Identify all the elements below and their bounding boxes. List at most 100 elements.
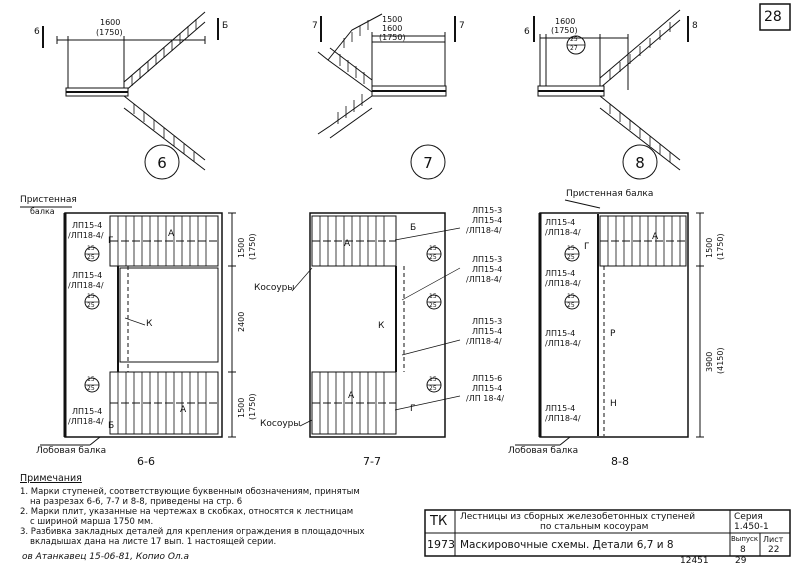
- tb-sheet-label: Лист: [763, 535, 784, 544]
- s88-label-7: ЛП15-4: [545, 404, 576, 413]
- note-line-1: 1. Марки ступеней, соответствующие букве…: [20, 487, 360, 497]
- s77-label-10: ЛП15-6: [472, 374, 503, 383]
- s88-letter-g: Г: [584, 242, 590, 252]
- s77-letter-a2: А: [348, 391, 355, 401]
- s88-letter-a: А: [652, 232, 659, 242]
- footer-code: 12451: [680, 556, 709, 566]
- s77-letter-a1: А: [344, 239, 351, 249]
- s66-wall-beam: Пристенная: [20, 195, 77, 205]
- s66-front-beam: Лобовая балка: [36, 446, 107, 456]
- s77-label-11: ЛП15-4: [472, 384, 503, 393]
- s66-letter-g: Г: [108, 236, 114, 246]
- s77-kosoury-2: Косоуры: [260, 419, 301, 429]
- detail-6-cut-left: 6: [34, 27, 40, 37]
- s77-label-4: ЛП15-3: [472, 255, 503, 264]
- s66-bubble-2-top: 15: [87, 293, 95, 300]
- s77-label-9: /ЛП18-4/: [466, 337, 502, 346]
- s77-bubble-1-top: 15: [429, 245, 437, 252]
- detail-7-number: 7: [423, 154, 433, 172]
- s88-front-beam: Лобовая балка: [508, 446, 579, 456]
- s88-dim-2-alt: (4150): [716, 347, 725, 374]
- s88-label-8: /ЛП18-4/: [545, 414, 581, 423]
- s66-bubble-3-top: 15: [87, 376, 95, 383]
- s66-bubble-2-bottom: 25: [87, 302, 95, 309]
- detail-6-drawing: [42, 11, 219, 180]
- section-8-8-drawing: [515, 199, 704, 446]
- note-line-2: на разрезах 6-6, 7-7 и 8-8, приведены на…: [30, 497, 243, 507]
- s77-label-2: ЛП15-4: [472, 216, 503, 225]
- s66-dim-1: 1500: [237, 237, 246, 258]
- s77-title: 7-7: [363, 455, 381, 468]
- s77-label-1: ЛП15-3: [472, 206, 503, 215]
- s88-label-4: /ЛП18-4/: [545, 279, 581, 288]
- s66-dim-1-alt: (1750): [248, 233, 257, 260]
- page-number-box: [759, 3, 791, 31]
- section-7-7-drawing: [291, 212, 461, 438]
- tb-title-2: по стальным косоурам: [540, 522, 649, 532]
- detail-7-span-1: 1500: [382, 15, 403, 24]
- s66-title: 6-6: [137, 455, 155, 468]
- s66-letter-a2: А: [180, 405, 187, 415]
- s77-bubble-1-bottom: 25: [429, 254, 437, 261]
- s66-dim-3: 1500: [237, 397, 246, 418]
- s88-title: 8-8: [611, 455, 629, 468]
- s77-label-5: ЛП15-4: [472, 265, 503, 274]
- s66-label-6: /ЛП18-4/: [68, 417, 104, 426]
- detail-8-cut-right: 8: [692, 21, 698, 31]
- detail-8-bubble-top: 25: [570, 36, 578, 43]
- s88-dim-1-alt: (1750): [716, 233, 725, 260]
- s77-kosoury-1: Косоуры: [254, 283, 295, 293]
- s66-letter-k: К: [146, 319, 153, 329]
- s88-bubble-2-bottom: 25: [567, 302, 575, 309]
- section-6-6-drawing: [20, 206, 236, 446]
- notes-heading: Примечания: [20, 473, 82, 484]
- detail-8-number: 8: [635, 154, 645, 172]
- s77-bubble-2-bottom: 25: [429, 302, 437, 309]
- s66-label-1: ЛП15-4: [72, 221, 103, 230]
- s66-bubble-1-top: 15: [87, 245, 95, 252]
- tb-subtitle: Маскировочные схемы. Детали 6,7 и 8: [460, 539, 674, 551]
- s66-letter-b: Б: [108, 421, 115, 431]
- tb-title-1: Лестницы из сборных железобетонных ступе…: [460, 512, 696, 522]
- s77-letter-k: К: [378, 321, 385, 331]
- detail-6-number: 6: [157, 154, 167, 172]
- s88-letter-r: Р: [610, 329, 616, 339]
- title-block-frame: [424, 509, 791, 557]
- tb-sheet: 22: [768, 545, 780, 555]
- s66-label-4: /ЛП18-4/: [68, 281, 104, 290]
- detail-8-span: 1600: [555, 17, 576, 26]
- detail-8-drawing: [533, 9, 689, 180]
- page-number: 28: [764, 9, 782, 25]
- s66-bubble-1-bottom: 25: [87, 254, 95, 261]
- s66-wall-beam-2: балка: [30, 207, 55, 216]
- s88-label-1: ЛП15-4: [545, 218, 576, 227]
- s77-bubble-3-top: 15: [429, 376, 437, 383]
- tb-year: 1973: [427, 538, 455, 551]
- footer-page: 29: [735, 556, 747, 566]
- s66-label-2: /ЛП18-4/: [68, 231, 104, 240]
- s66-label-3: ЛП15-4: [72, 271, 103, 280]
- s88-bubble-2-top: 15: [567, 293, 575, 300]
- s88-letter-n: Н: [610, 399, 617, 409]
- note-line-6: вкладышах дана на листе 17 вып. 1 настоя…: [30, 537, 277, 547]
- s77-label-6: /ЛП18-4/: [466, 275, 502, 284]
- s88-label-3: ЛП15-4: [545, 269, 576, 278]
- s88-dim-2: 3900: [705, 351, 714, 372]
- s66-bubble-3-bottom: 25: [87, 385, 95, 392]
- s88-bubble-1-bottom: 25: [567, 254, 575, 261]
- note-line-3: 2. Марки плит, указанные на чертежах в с…: [20, 507, 354, 517]
- s88-label-2: /ЛП18-4/: [545, 228, 581, 237]
- s66-letter-a1: А: [168, 229, 175, 239]
- s77-label-7: ЛП15-3: [472, 317, 503, 326]
- s88-bubble-1-top: 15: [567, 245, 575, 252]
- tb-series: 1.450-1: [734, 522, 769, 532]
- detail-7-cut-right: 7: [459, 21, 465, 31]
- detail-7-drawing: [317, 13, 456, 180]
- tb-org: ТК: [430, 514, 448, 529]
- detail-8-span-alt: (1750): [551, 26, 578, 35]
- detail-6-span-alt: (1750): [96, 28, 123, 37]
- tb-series-label: Серия: [734, 512, 763, 522]
- s66-label-5: ЛП15-4: [72, 407, 103, 416]
- tb-issue: 8: [740, 545, 746, 555]
